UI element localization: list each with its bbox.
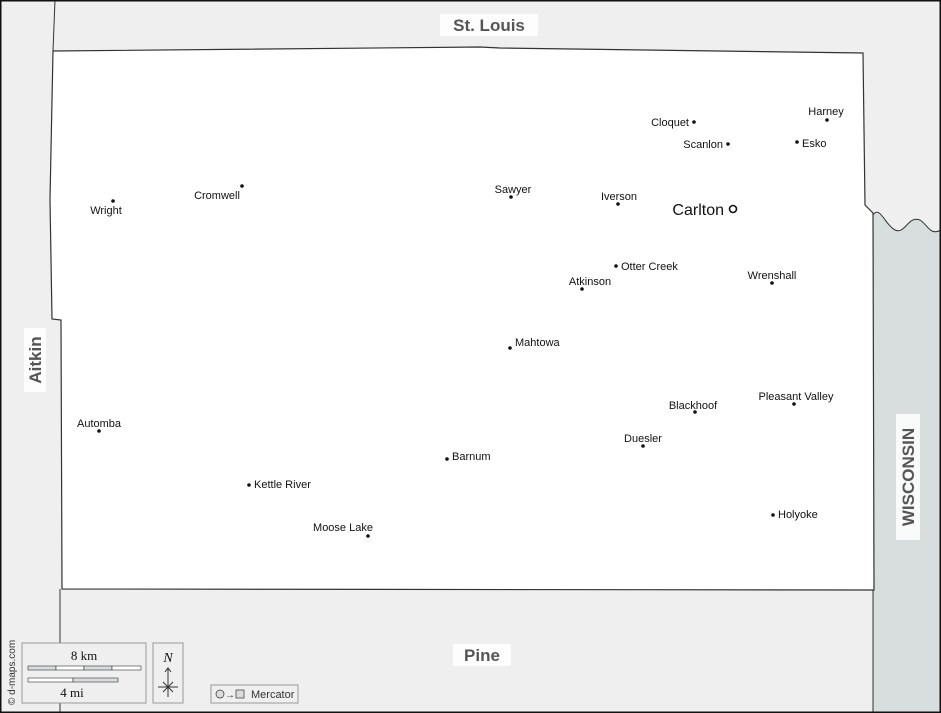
- city-moose-lake: Moose Lake: [313, 522, 373, 534]
- city-iverson: Iverson: [601, 191, 637, 203]
- city-dot-mahtowa: [508, 346, 512, 350]
- city-dot-holyoke: [771, 513, 775, 517]
- city-mahtowa: Mahtowa: [515, 337, 561, 349]
- city-sawyer: Sawyer: [495, 184, 532, 196]
- city-cromwell: Cromwell: [194, 190, 240, 202]
- city-dot-kettle-river: [247, 483, 251, 487]
- city-wright: Wright: [90, 205, 122, 217]
- city-pleasant-valley: Pleasant Valley: [758, 391, 834, 403]
- city-otter-creek: Otter Creek: [621, 261, 678, 273]
- projection-box: [210, 684, 299, 704]
- city-dot-esko: [795, 140, 799, 144]
- city-dot-wrenshall: [770, 281, 774, 285]
- region-wisconsin: WISCONSIN: [899, 428, 918, 526]
- scale-km-label: 8 km: [71, 648, 97, 663]
- city-dot-automba: [97, 429, 101, 433]
- city-duesler: Duesler: [624, 433, 662, 445]
- city-blackhoof: Blackhoof: [669, 400, 718, 412]
- city-dot-pleasant-valley: [792, 402, 796, 406]
- scale-box: [21, 642, 147, 704]
- city-dot-atkinson: [580, 287, 584, 291]
- city-dot-wright: [111, 199, 115, 203]
- city-dot-cromwell: [240, 184, 244, 188]
- north-label: N: [162, 651, 173, 666]
- north-arrow-icon: [158, 667, 178, 697]
- city-dot-scanlon: [726, 142, 730, 146]
- city-barnum: Barnum: [452, 451, 491, 463]
- city-holyoke: Holyoke: [778, 509, 818, 521]
- city-carlton: Carlton: [672, 202, 724, 219]
- city-dot-harney: [825, 118, 829, 122]
- region-st-louis: St. Louis: [453, 16, 525, 35]
- city-kettle-river: Kettle River: [254, 479, 311, 491]
- city-dot-barnum: [445, 457, 449, 461]
- city-dot-cloquet: [692, 120, 696, 124]
- city-esko: Esko: [802, 138, 826, 150]
- scale-mi-label: 4 mi: [60, 685, 84, 700]
- city-dot-otter-creek: [614, 264, 618, 268]
- globe-icon: [215, 689, 225, 699]
- credit: © d-maps.com: [7, 640, 18, 705]
- region-pine: Pine: [464, 646, 500, 665]
- city-dot-sawyer: [509, 195, 513, 199]
- city-dot-duesler: [641, 444, 645, 448]
- county-boundary: [49, 46, 875, 591]
- projection-label: Mercator: [251, 689, 295, 701]
- region-aitkin: Aitkin: [26, 336, 45, 383]
- arrow-icon: →: [225, 690, 235, 701]
- city-dot-iverson: [616, 202, 620, 206]
- county-seat-marker: [728, 204, 738, 214]
- city-harney: Harney: [808, 106, 844, 118]
- city-wrenshall: Wrenshall: [748, 270, 797, 282]
- city-automba: Automba: [77, 418, 122, 430]
- aitkin-stlouis-border: [52, 0, 56, 52]
- square-icon: [235, 689, 245, 699]
- city-scanlon: Scanlon: [683, 139, 723, 151]
- city-cloquet: Cloquet: [651, 117, 689, 129]
- city-dot-moose-lake: [366, 534, 370, 538]
- city-atkinson: Atkinson: [569, 276, 611, 288]
- city-dot-blackhoof: [693, 410, 697, 414]
